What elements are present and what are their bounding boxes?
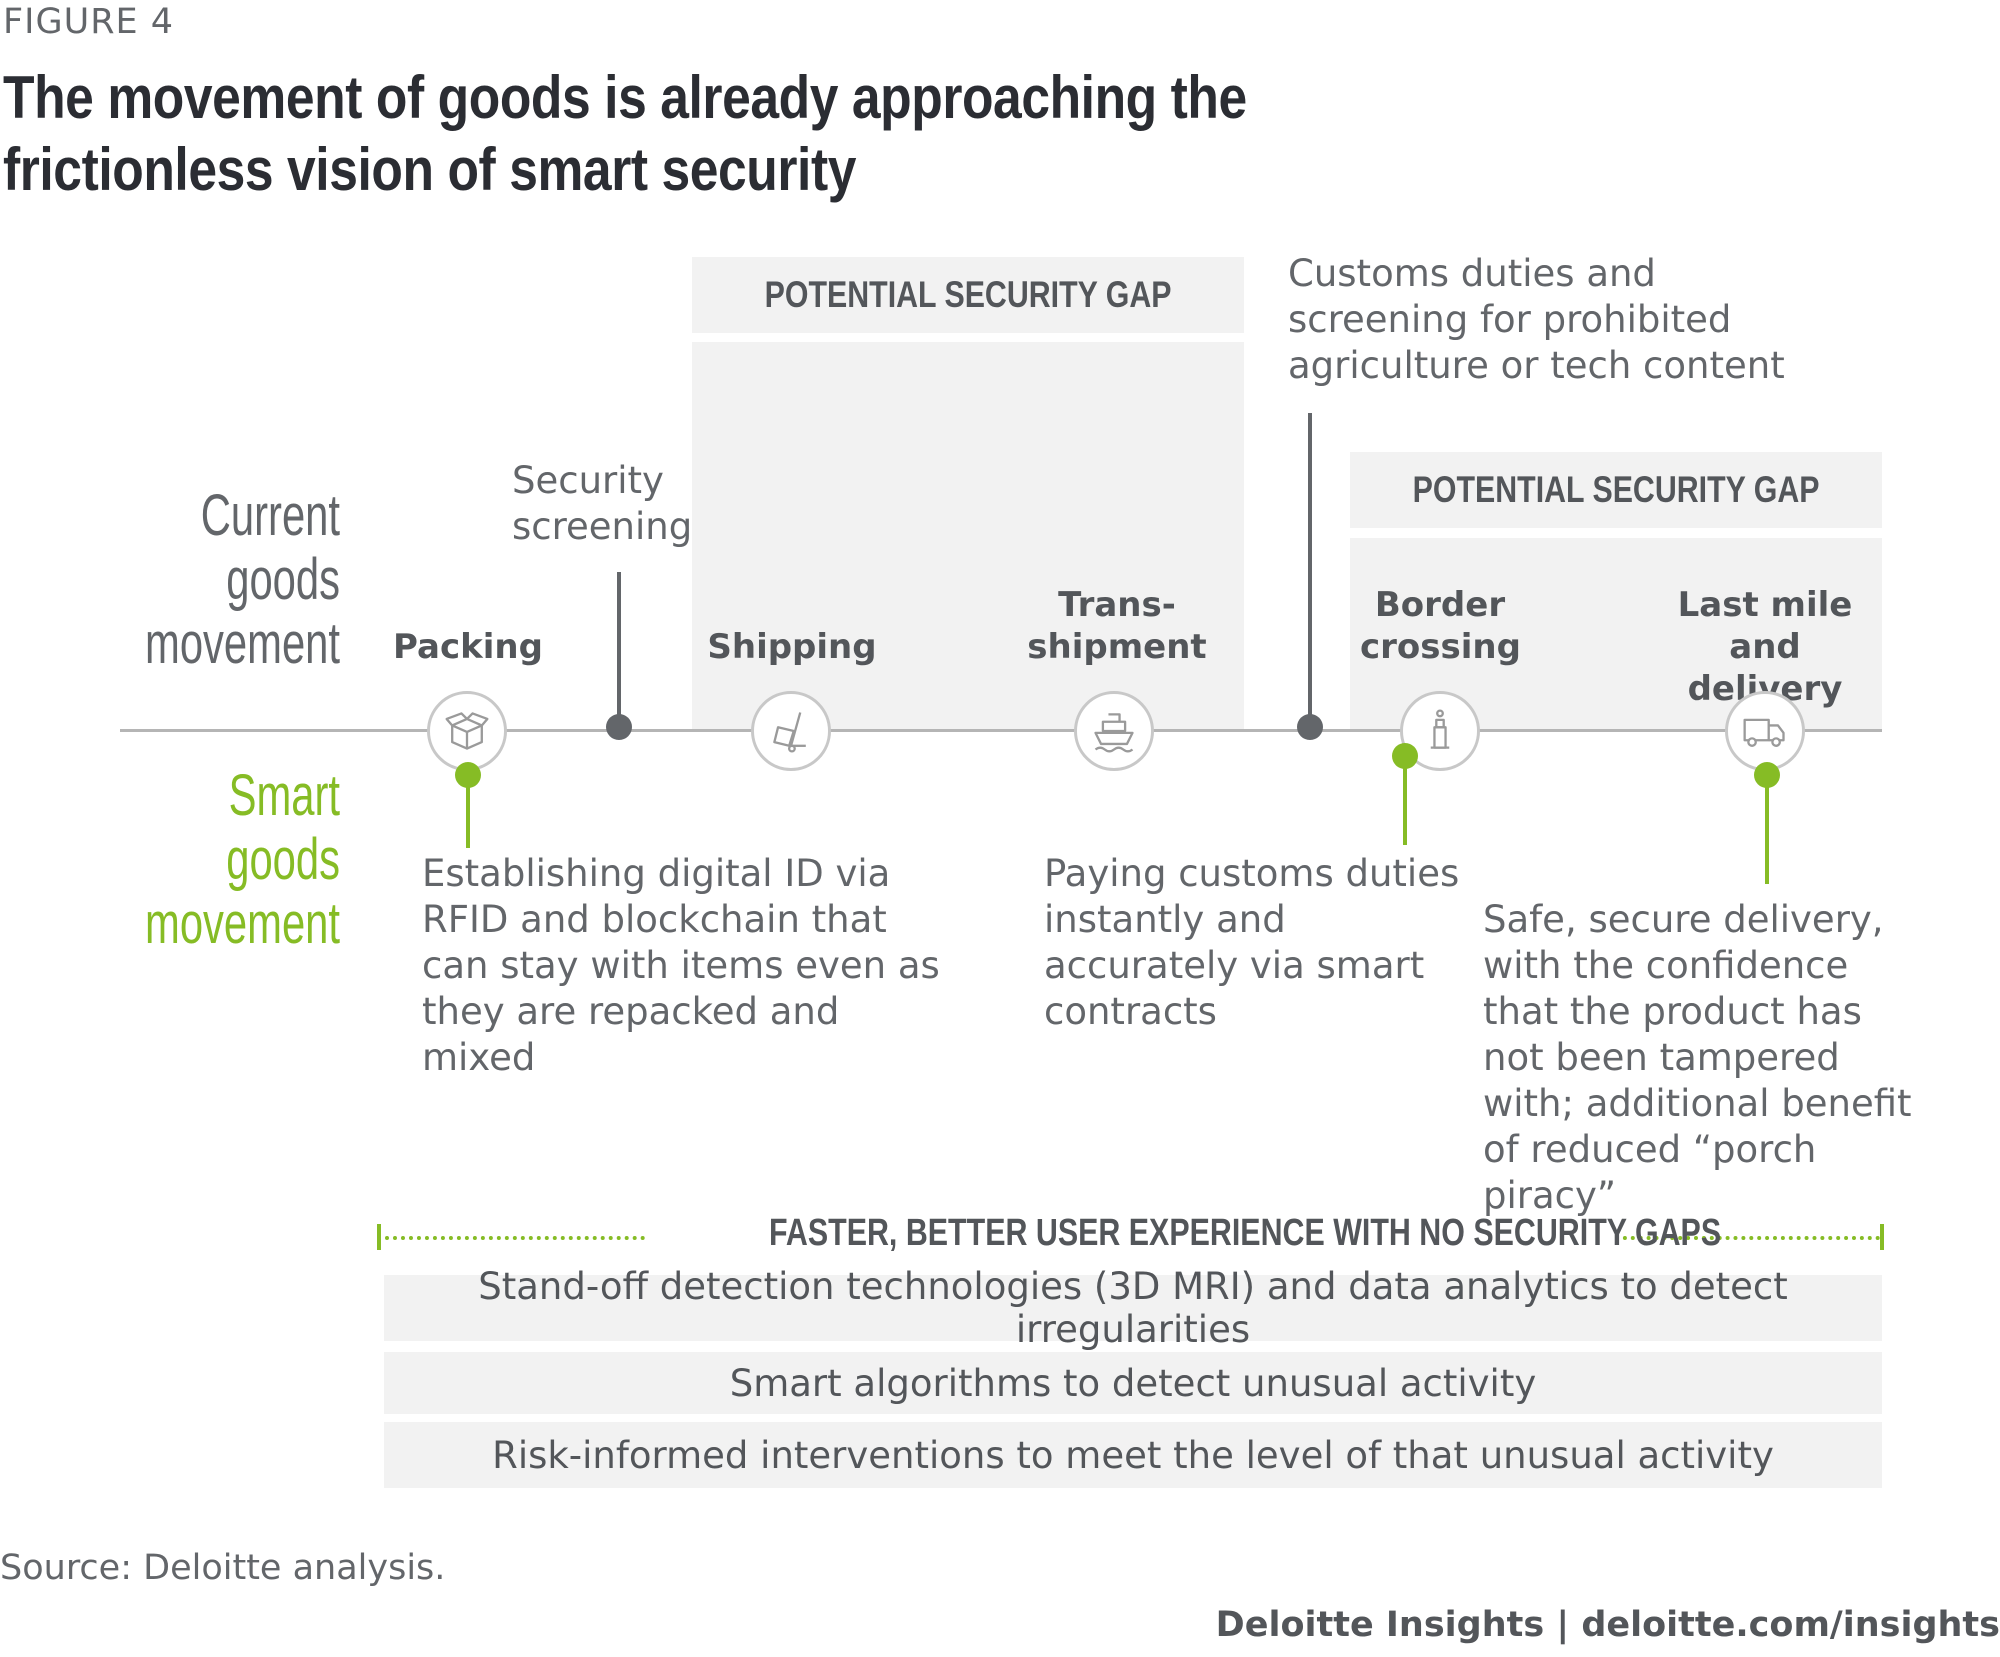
stage-label-packing: Packing xyxy=(393,627,543,667)
benefit-text: Stand-off detection technologies (3D MRI… xyxy=(478,1265,1788,1351)
security-gap-label: POTENTIAL SECURITY GAP xyxy=(1412,469,1820,510)
security-gap-header-1: POTENTIAL SECURITY GAP xyxy=(692,257,1244,333)
current-movement-label: Current goods movement xyxy=(145,483,340,676)
benefit-row: Stand-off detection technologies (3D MRI… xyxy=(384,1265,1882,1351)
security-screening-label: Security screening xyxy=(512,459,693,548)
security-gap-label: POTENTIAL SECURITY GAP xyxy=(764,274,1172,315)
smart-connector-line xyxy=(1765,786,1769,884)
smart-marker-dot xyxy=(1754,762,1780,788)
footer-credit: Deloitte Insights | deloitte.com/insight… xyxy=(1215,1605,2000,1645)
benefit-text: Risk-informed interventions to meet the … xyxy=(492,1433,1774,1477)
smart-marker-dot xyxy=(1392,743,1418,769)
checkpoint-marker-line xyxy=(617,572,621,722)
smart-marker-dot xyxy=(455,762,481,788)
figure-title: The movement of goods is already approac… xyxy=(3,64,1247,203)
checkpoint-dot xyxy=(1297,714,1323,740)
stage-label-shipping: Shipping xyxy=(707,627,877,667)
box-icon xyxy=(427,691,507,771)
smart-connector-line xyxy=(466,776,470,848)
hand-truck-icon xyxy=(751,691,831,771)
smart-movement-label: Smart goods movement xyxy=(145,763,340,956)
benefits-bracket-right xyxy=(1880,1224,1884,1250)
source-note: Source: Deloitte analysis. xyxy=(0,1548,446,1588)
smart-note-customs: Paying customs duties instantly and accu… xyxy=(1044,852,1460,1033)
security-gap-panel-1 xyxy=(692,342,1244,732)
checkpoint-dot xyxy=(606,714,632,740)
smart-note-digital-id: Establishing digital ID via RFID and blo… xyxy=(422,852,940,1079)
benefits-heading: FASTER, BETTER USER EXPERIENCE WITH NO S… xyxy=(769,1212,1722,1254)
benefit-text: Smart algorithms to detect unusual activ… xyxy=(729,1361,1537,1405)
checkpoint-marker-line xyxy=(1308,413,1312,723)
figure-label: FIGURE 4 xyxy=(3,2,175,42)
smart-connector-line xyxy=(1403,763,1407,845)
timeline-line xyxy=(120,729,1882,732)
delivery-truck-icon xyxy=(1725,691,1805,771)
benefit-row: Risk-informed interventions to meet the … xyxy=(384,1422,1882,1488)
benefit-row: Smart algorithms to detect unusual activ… xyxy=(384,1352,1882,1414)
benefits-bracket-left xyxy=(377,1224,381,1250)
customs-checkpoint-label: Customs duties and screening for prohibi… xyxy=(1288,252,1785,387)
stage-label-border-crossing: Border crossing xyxy=(1360,585,1521,667)
benefits-heading-wrap: FASTER, BETTER USER EXPERIENCE WITH NO S… xyxy=(650,1212,1721,1255)
benefits-dotted-line-left xyxy=(385,1236,645,1240)
stage-label-transshipment: Trans-shipment xyxy=(1027,585,1207,667)
ship-icon xyxy=(1074,691,1154,771)
security-gap-header-2: POTENTIAL SECURITY GAP xyxy=(1350,452,1882,528)
smart-note-delivery: Safe, secure delivery, with the confiden… xyxy=(1483,898,1912,1217)
stage-label-last-mile: Last mile and delivery xyxy=(1677,585,1853,709)
benefits-dotted-line-right xyxy=(1615,1236,1880,1240)
